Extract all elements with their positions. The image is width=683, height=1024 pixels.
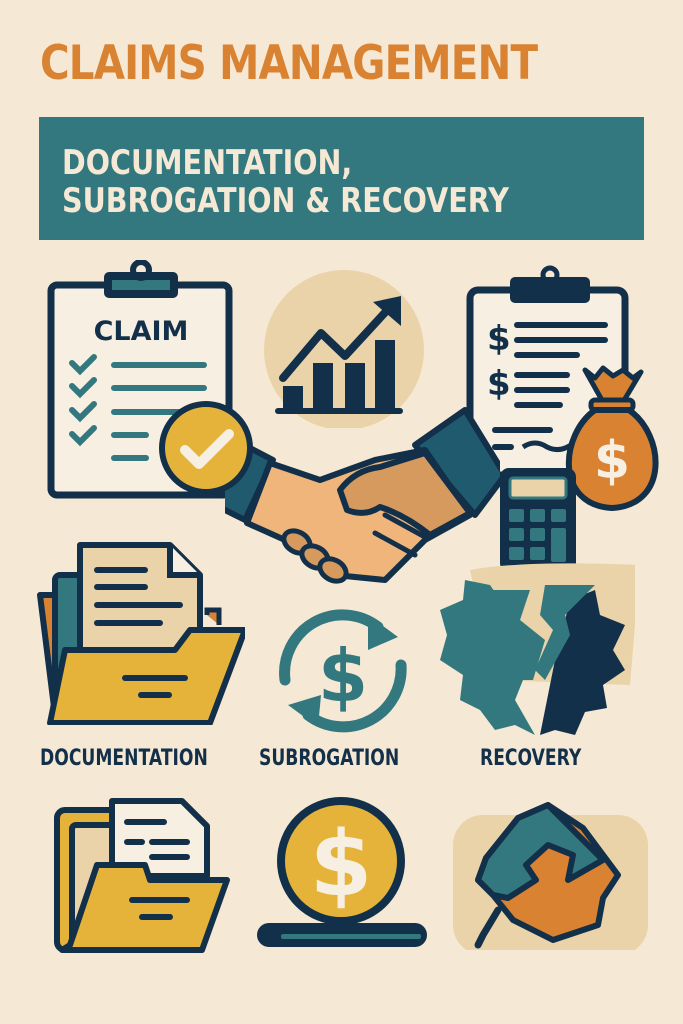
- coin-dollar-symbol: $: [310, 812, 373, 917]
- dollar-coin-icon: $: [257, 797, 427, 947]
- page-title: CLAIMS MANAGEMENT: [40, 36, 538, 91]
- folder-file-icon: [54, 798, 230, 953]
- puzzle-pieces-icon: [453, 802, 648, 950]
- checkmark-badge-icon: [159, 401, 253, 495]
- dollar-symbol-1: $: [487, 319, 511, 359]
- money-bag-icon: $: [566, 365, 659, 512]
- money-bag-dollar: $: [594, 431, 630, 491]
- dollar-symbol-2: $: [487, 364, 511, 404]
- category-label-documentation: DOCUMENTATION: [40, 746, 208, 771]
- subtitle-banner: [39, 117, 644, 240]
- calculator-icon: [500, 468, 576, 572]
- bar-chart-growth-icon: [264, 270, 424, 428]
- handshake-icon: [225, 407, 500, 584]
- folder-documents-icon: [37, 542, 245, 725]
- subtitle-line-1: DOCUMENTATION,: [62, 143, 353, 183]
- category-label-subrogation: SUBROGATION: [259, 746, 400, 771]
- claim-label: CLAIM: [94, 316, 189, 347]
- broken-gear-icon: [440, 563, 635, 735]
- subtitle-line-2: SUBROGATION & RECOVERY: [62, 181, 509, 221]
- dollar-cycle-icon: $: [279, 609, 407, 733]
- svg-text:$: $: [318, 634, 368, 718]
- category-label-recovery: RECOVERY: [480, 746, 582, 771]
